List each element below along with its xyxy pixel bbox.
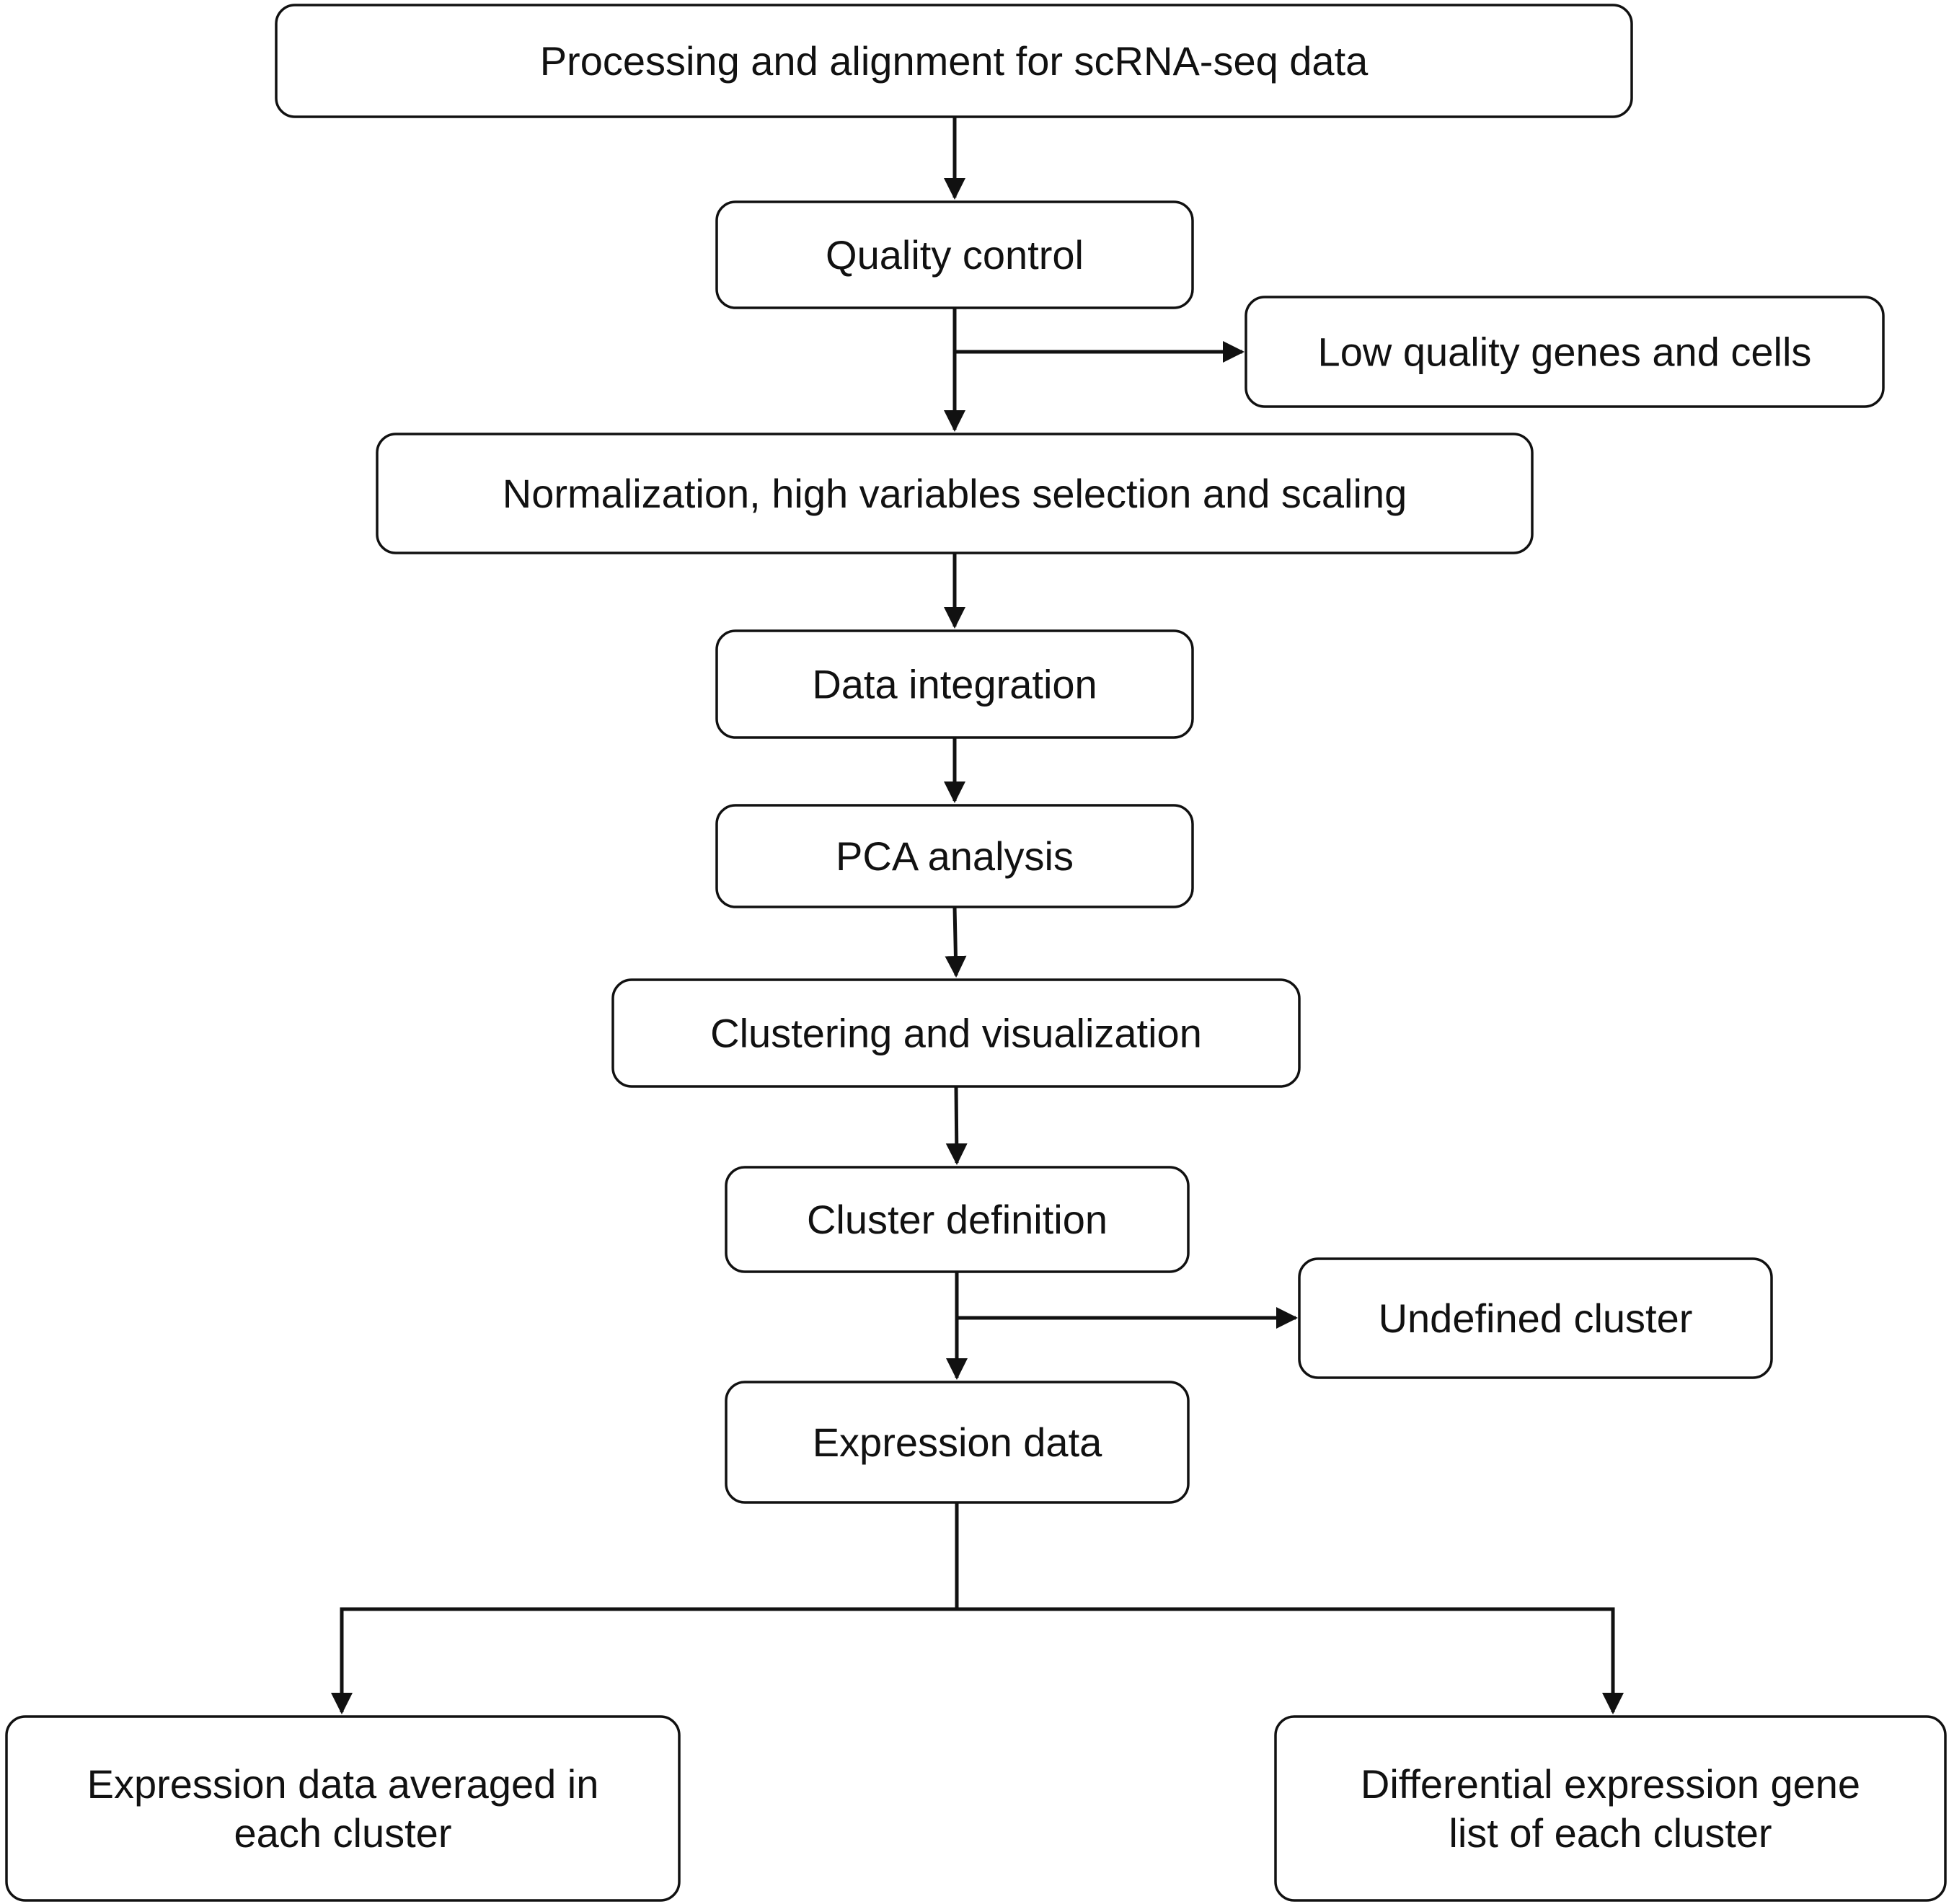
box-low-quality-label-line: Low quality genes and cells [1318,329,1812,375]
box-data-integration-frame [715,629,1194,739]
box-processing: Processing and alignment for scRNA-seq d… [275,4,1633,118]
box-undefined-cluster-frame [1298,1257,1773,1379]
box-clustering-label-line: Clustering and visualization [710,1011,1202,1056]
box-pca: PCA analysis [715,804,1194,908]
box-cluster-definition-label-line: Cluster definition [807,1197,1108,1242]
box-low-quality: Low quality genes and cells [1245,296,1885,408]
box-undefined-cluster: Undefined cluster [1298,1257,1773,1379]
box-quality-control-frame [715,200,1194,309]
box-normalization-frame [376,433,1534,554]
box-undefined-cluster-label-line: Undefined cluster [1379,1296,1693,1341]
box-averaged-label-line: Expression data averaged in [87,1761,599,1807]
box-low-quality-frame [1245,296,1885,408]
arrow-pca-to-clustering [945,906,967,978]
box-expression-data-frame [725,1381,1190,1504]
box-averaged-label-line: each cluster [234,1810,452,1856]
box-cluster-definition-frame [725,1166,1190,1273]
arrow-expression-data-to-averaged [331,1502,959,1714]
box-pca-label-line: PCA analysis [836,833,1074,879]
box-expression-data: Expression data [725,1381,1190,1504]
box-data-integration: Data integration [715,629,1194,739]
box-differential-label-line: list of each cluster [1449,1810,1772,1856]
arrow-clustering-to-cluster-definition [945,1086,968,1165]
box-processing-frame [275,4,1633,118]
box-expression-data-label-line: Expression data [813,1420,1102,1465]
box-differential-frame [1274,1715,1947,1902]
connectors [331,117,1624,1714]
box-processing-label-line: Processing and alignment for scRNA-seq d… [540,38,1369,84]
box-clustering-frame [611,978,1301,1088]
box-normalization: Normalization, high variables selection … [376,433,1534,554]
box-averaged-frame [5,1715,681,1902]
box-clustering: Clustering and visualization [611,978,1301,1088]
box-normalization-label-line: Normalization, high variables selection … [503,471,1407,516]
box-pca-frame [715,804,1194,908]
box-cluster-definition: Cluster definition [725,1166,1190,1273]
arrow-expression-data-to-differential [957,1607,1624,1714]
box-quality-control-label-line: Quality control [826,232,1084,278]
box-data-integration-label-line: Data integration [812,662,1097,707]
process-boxes: Processing and alignment for scRNA-seq d… [5,4,1947,1902]
box-quality-control: Quality control [715,200,1194,309]
box-differential-label-line: Differential expression gene [1361,1761,1860,1807]
